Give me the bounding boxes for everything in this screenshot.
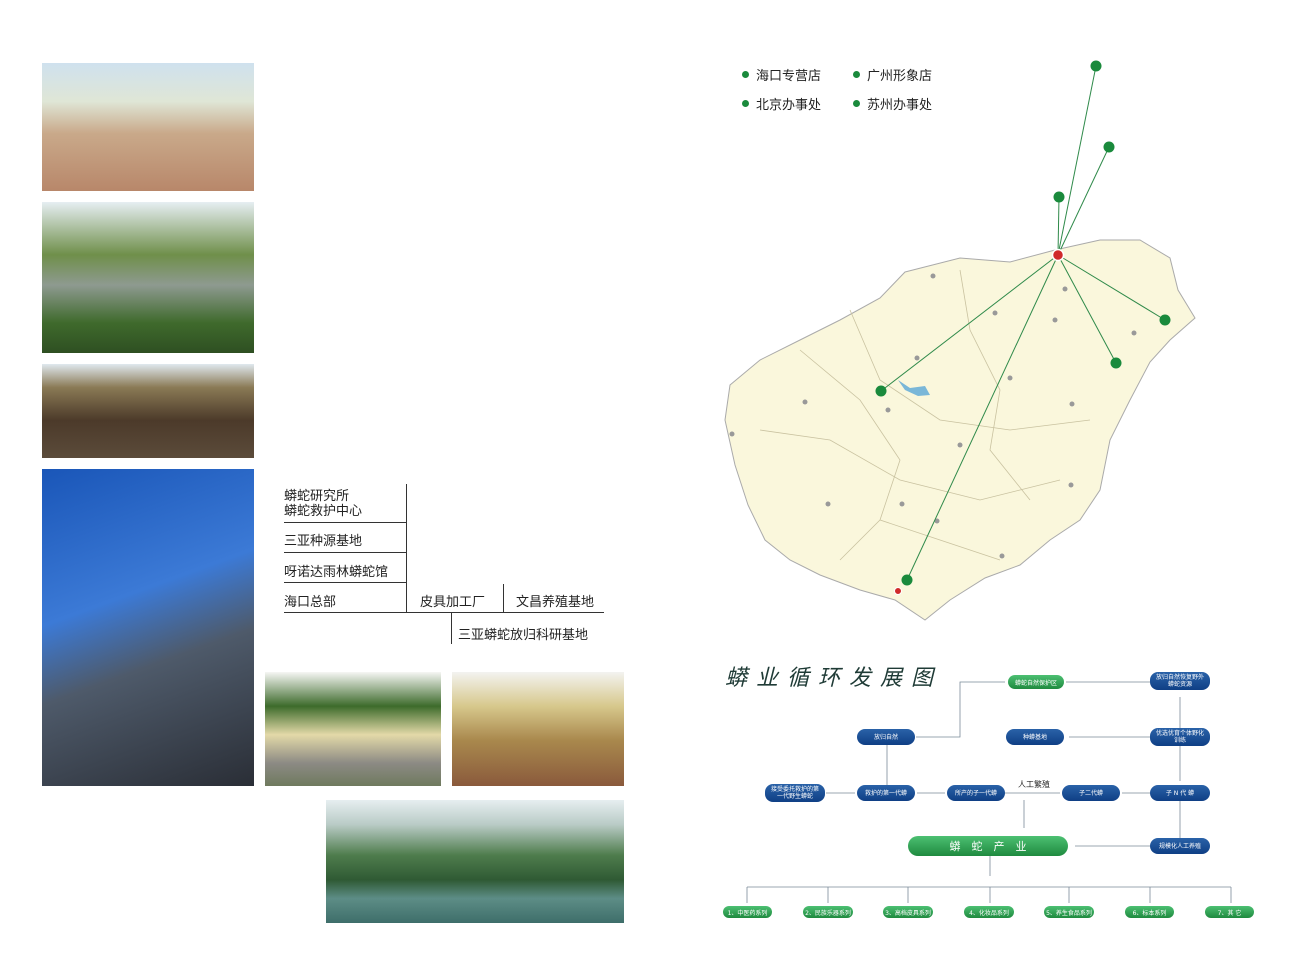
product-2: 2、民族乐器系列 xyxy=(803,906,853,918)
hq-marker xyxy=(1051,248,1065,262)
org-leather: 皮具加工厂 xyxy=(420,595,486,610)
org-research: 蟒蛇研究所 xyxy=(284,489,350,504)
legend-beijing: 北京办事处 xyxy=(742,94,821,113)
label-artificial: 人工繁殖 xyxy=(1018,780,1050,789)
legend-suzhou: 苏州办事处 xyxy=(853,94,932,113)
product-7: 7、其 它 xyxy=(1205,906,1254,918)
org-sanya-release: 三亚蟒蛇放归科研基地 xyxy=(458,628,589,643)
photo-pavilion xyxy=(42,364,254,458)
node-industry: 蟒 蛇 产 业 xyxy=(908,836,1068,856)
photo-campus xyxy=(452,672,624,786)
legend-haikou: 海口专营店 xyxy=(742,65,821,84)
node-selection: 优选优育个体野化训练 xyxy=(1150,728,1210,746)
product-3: 3、高档皮具系列 xyxy=(883,906,933,918)
node-f2: 子二代蟒 xyxy=(1062,785,1120,801)
org-rescue: 蟒蛇救护中心 xyxy=(284,504,363,519)
org-sanya-seed: 三亚种源基地 xyxy=(284,534,363,549)
product-5: 5、养生食品系列 xyxy=(1044,906,1094,918)
office-dot xyxy=(1090,60,1102,72)
product-1: 1、中医药系列 xyxy=(723,906,772,918)
diagram-title: 蟒业循环发展图 xyxy=(725,666,943,691)
node-fn: 子 N 代 蟒 xyxy=(1150,785,1210,801)
org-hq: 海口总部 xyxy=(284,595,337,610)
node-breeding-base: 种蟒基地 xyxy=(1006,729,1064,745)
photo-lake xyxy=(326,800,624,923)
photo-tower xyxy=(42,469,254,786)
node-release-wild: 放归自然恢复野外蟒蛇资源 xyxy=(1150,672,1210,690)
node-f1: 所产的子一代蟒 xyxy=(947,785,1005,801)
dot-icon xyxy=(742,100,749,107)
photo-bungalows xyxy=(42,202,254,353)
product-6: 6、标本系列 xyxy=(1125,906,1174,918)
node-reserve: 蟒蛇自然保护区 xyxy=(1008,675,1064,689)
org-yanoda: 呀诺达雨林蟒蛇馆 xyxy=(284,565,389,580)
node-wild-first: 接受委托救护的第一代野生蟒蛇 xyxy=(765,784,825,802)
dot-icon xyxy=(853,100,860,107)
node-rescued-first: 救护的第一代蟒 xyxy=(857,785,915,801)
org-wenchang: 文昌养殖基地 xyxy=(516,595,595,610)
legend-guangzhou: 广州形象店 xyxy=(853,65,932,84)
photo-school xyxy=(265,672,441,786)
diagram-connectors xyxy=(746,681,1232,903)
dot-icon xyxy=(742,71,749,78)
photo-courtyard xyxy=(42,63,254,191)
node-scale: 规模化人工养殖 xyxy=(1150,838,1210,854)
dot-icon xyxy=(853,71,860,78)
island-shape xyxy=(724,239,1196,621)
node-release: 放归自然 xyxy=(857,729,915,745)
product-4: 4、化妆品系列 xyxy=(964,906,1014,918)
